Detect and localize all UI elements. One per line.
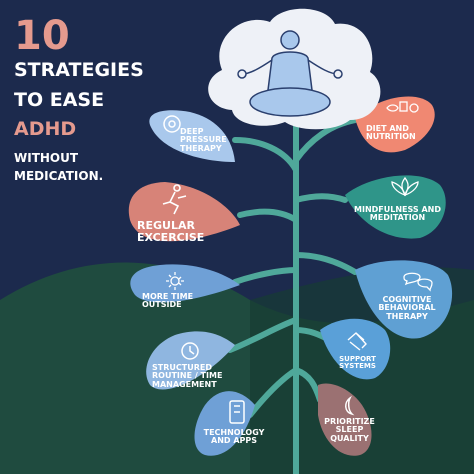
headline-line1: STRATEGIES [14,59,144,81]
petal-sleep [318,383,372,456]
strategy-label-technology: TECHNOLOGY AND APPS [203,428,265,446]
runner-icon [162,184,187,215]
strategy-label-more-time-outside: MORE TIME OUTSIDE [142,292,194,310]
headline-line4: WITHOUT [14,151,79,165]
lotus-icon [391,176,419,197]
petal-structured-routine [146,331,235,390]
strategy-label-deep-pressure: DEEP PRESSURE THERAPY [180,127,227,153]
strategy-label-diet: DIET AND NUTRITION [366,124,416,142]
petal-more-time-outside [130,264,240,303]
petal-support [320,318,391,380]
headline-line3: ADHD [14,118,77,140]
headline-number: 10 [14,13,70,59]
moon-icon [345,395,355,416]
food-icon [386,101,419,113]
petal-technology [194,391,255,456]
petal-regular-exercise [128,182,240,242]
handshake-icon [347,332,367,351]
strategy-label-support: SUPPORT SYSTEMS [339,355,376,371]
sun-icon [166,272,184,290]
meditating-person-icon [237,30,343,117]
strategy-label-cbt: COGNITIVE BEHAVIORAL THERAPY [378,295,436,321]
speech-bubbles-icon [403,272,433,292]
petal-deep-pressure [149,110,235,162]
headline-line5: MEDICATION. [14,169,104,183]
headline-line2: TO EASE [14,89,105,111]
clock-icon [181,342,199,360]
petal-diet [355,96,435,153]
target-icon [163,115,181,133]
strategy-label-structured-routine: STRUCTURED ROUTINE / TIME MANAGEMENT [152,363,223,389]
strategy-label-regular-exercise: REGULAR EXCERCISE [137,219,205,244]
phone-icon [229,400,245,424]
strategy-label-sleep: PRIORITIZE SLEEP QUALITY [324,417,375,443]
strategy-label-mindfulness: MINDFULNESS AND MEDITATION [354,205,441,223]
petal-mindfulness [345,175,446,239]
